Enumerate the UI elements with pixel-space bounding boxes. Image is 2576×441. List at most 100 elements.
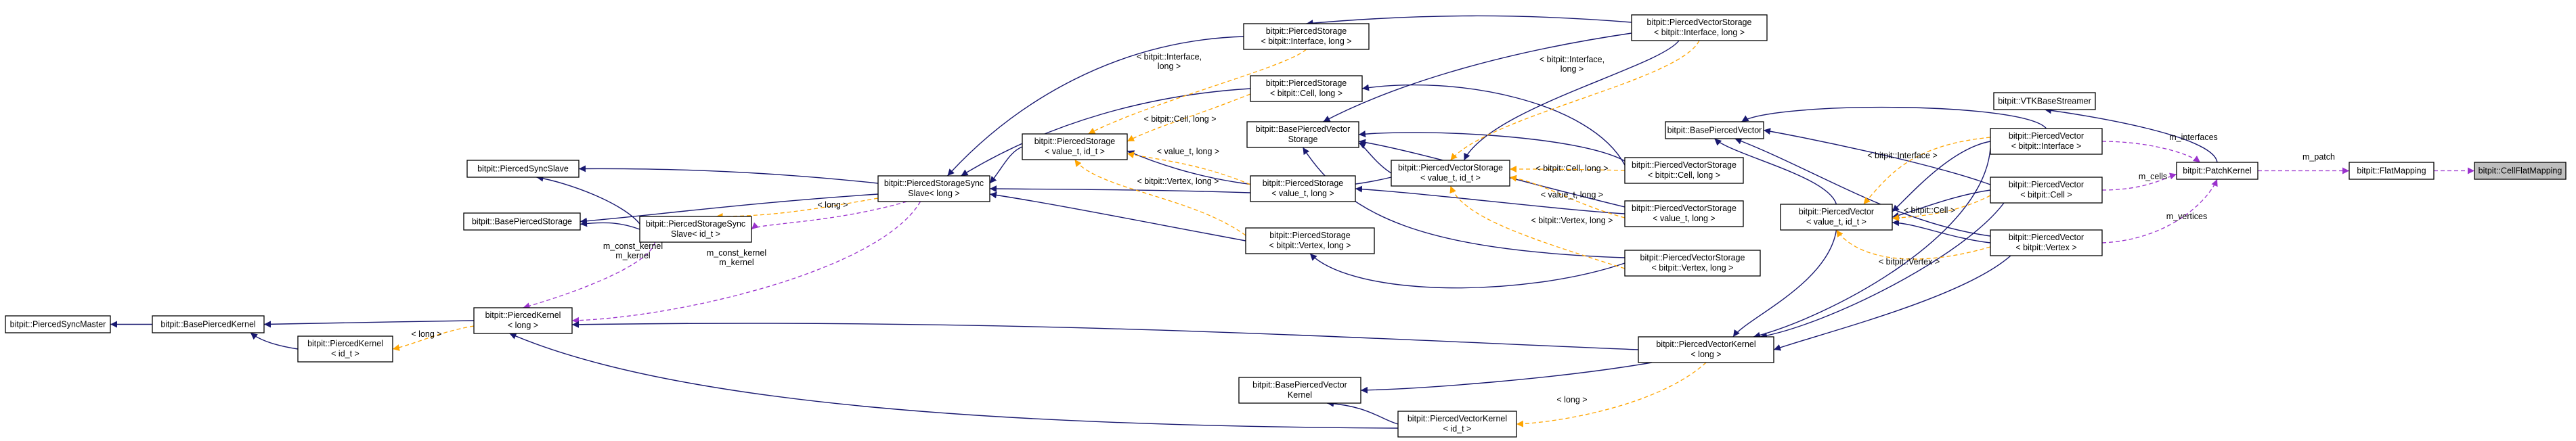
inheritance-edge-ps-vertex-to-pss-long (989, 191, 1246, 241)
node-pvs-interface[interactable]: bitpit::PiercedVectorStorage< bitpit::In… (1631, 14, 1768, 41)
node-box (1638, 336, 1774, 363)
node-label: bitpit::BasePiercedKernel (160, 320, 255, 329)
node-pv-cell[interactable]: bitpit::PiercedVector< bitpit::Cell > (1990, 177, 2103, 204)
inheritance-edge-pvs-cell-to-bpvs (1358, 131, 1625, 162)
node-psm[interactable]: bitpit::PiercedSyncMaster (5, 315, 111, 333)
node-label: bitpit::FlatMapping (2357, 166, 2426, 176)
node-pv-generic[interactable]: bitpit::PiercedVector< value_t, id_t > (1780, 204, 1893, 231)
inheritance-edge-pss-idt-to-bps (580, 220, 640, 230)
node-label: Slave< long > (908, 189, 959, 198)
inheritance-edge-ps-generic-to-pss-long (989, 146, 1023, 184)
node-label: bitpit::BasePiercedVector (1667, 126, 1762, 135)
inheritance-edge-pv-interface-to-bpv (1741, 106, 2047, 129)
node-pk-idt[interactable]: bitpit::PiercedKernel< id_t > (297, 335, 393, 363)
edge-label-tl-vertex-ps: < bitpit::Vertex, long > (1137, 177, 1219, 186)
node-patch-kernel[interactable]: bitpit::PatchKernel (2176, 162, 2258, 180)
inheritance-edge-ps-cell-to-pss-long (961, 88, 1251, 177)
node-label: < value_t, id_t > (1806, 217, 1866, 227)
inheritance-edge-pvs-interface-to-ps-interface (1306, 15, 1632, 27)
edge-label-tl-value-ps: < value_t, long > (1157, 147, 1219, 156)
node-label: bitpit::PiercedSyncSlave (477, 164, 569, 174)
node-label: bitpit::PiercedVectorKernel (1407, 414, 1507, 423)
node-pss[interactable]: bitpit::PiercedSyncSlave (466, 160, 580, 178)
node-ps-vlong[interactable]: bitpit::PiercedStorage< value_t, long > (1250, 175, 1356, 202)
node-ps-interface[interactable]: bitpit::PiercedStorage< bitpit::Interfac… (1243, 23, 1370, 50)
template-edge-ps-cell-to-ps-generic (1127, 93, 1251, 142)
node-box (1624, 157, 1744, 184)
node-label: < bitpit::Cell, long > (1648, 170, 1720, 180)
node-box (2176, 162, 2258, 180)
node-pvk-idt[interactable]: bitpit::PiercedVectorKernel< id_t > (1397, 411, 1517, 438)
node-bpv[interactable]: bitpit::BasePiercedVector (1665, 121, 1764, 139)
template-edge-pv-interface-to-pv-generic (1863, 137, 1991, 205)
node-label: bitpit::PiercedVector (2009, 131, 2084, 141)
node-label: bitpit::PiercedKernel (485, 310, 561, 320)
edge-label-tl-interface-pvs: < bitpit::Interface, (1540, 55, 1604, 64)
node-label: bitpit::PiercedVectorStorage (1632, 204, 1737, 213)
node-pv-vertex[interactable]: bitpit::PiercedVector< bitpit::Vertex > (1990, 229, 2103, 256)
node-pvs-vlong[interactable]: bitpit::PiercedVectorStorage< value_t, l… (1624, 200, 1744, 227)
inheritance-edge-pv-interface-to-pvk-long (1753, 147, 1991, 339)
node-label: bitpit::PiercedVectorStorage (1398, 163, 1503, 172)
node-pvs-generic[interactable]: bitpit::PiercedVectorStorage< value_t, i… (1391, 160, 1510, 187)
inheritance-edge-pv-cell-to-bpv (1763, 128, 1991, 185)
inheritance-edge-pv-vertex-to-pv-generic (1892, 219, 1991, 243)
edge-label-m-interfaces: m_interfaces (2169, 133, 2218, 142)
edge-label-m-vertices: m_vertices (2166, 212, 2207, 221)
node-label: bitpit::PiercedStorage (1266, 26, 1347, 36)
inheritance-edge-ps-interface-to-pss-long (946, 36, 1244, 177)
node-box (2474, 162, 2567, 180)
usage-edge-pv-vertex-to-patch-kernel (2101, 179, 2218, 243)
node-label: bitpit::PiercedVector (2009, 180, 2084, 189)
node-pk-long[interactable]: bitpit::PiercedKernel< long > (473, 307, 573, 334)
node-label: < long > (1690, 350, 1721, 359)
node-ps-vertex[interactable]: bitpit::PiercedStorage< bitpit::Vertex, … (1245, 227, 1375, 254)
node-flat-mapping[interactable]: bitpit::FlatMapping (2349, 162, 2435, 180)
node-label: bitpit::PiercedVector (2009, 233, 2084, 242)
inheritance-edge-pvk-idt-to-pk-long (509, 333, 1399, 429)
node-vtk-base-streamer[interactable]: bitpit::VTKBaseStreamer (1993, 92, 2096, 110)
inheritance-edge-pss-long-to-bps (580, 193, 879, 225)
node-pvs-cell[interactable]: bitpit::PiercedVectorStorage< bitpit::Ce… (1624, 157, 1744, 184)
node-ps-cell[interactable]: bitpit::PiercedStorage< bitpit::Cell, lo… (1250, 75, 1363, 102)
node-bps[interactable]: bitpit::BasePiercedStorage (463, 212, 581, 231)
inheritance-edge-vtk-base-streamer-to-patch-kernel (2044, 107, 2218, 163)
template-edge-pvs-vlong-to-pvs-generic (1509, 175, 1625, 218)
node-pvs-vertex[interactable]: bitpit::PiercedVectorStorage< bitpit::Ve… (1624, 250, 1761, 277)
node-label: bitpit::PiercedStorageSync (884, 179, 984, 188)
node-label: < id_t > (1443, 424, 1472, 434)
edge-label-tl-vertex-pvs: < bitpit::Vertex, long > (1531, 216, 1613, 225)
node-cell-flat-mapping[interactable]: bitpit::CellFlatMapping (2474, 162, 2567, 180)
edge-label-m-const-kernel-1: m_const_kernel (603, 241, 663, 251)
diagram-edge-labels: m_patch m_interfaces m_cells m_vertices < bi… (411, 52, 2335, 404)
node-pv-interface[interactable]: bitpit::PiercedVector< bitpit::Interface… (1990, 128, 2103, 155)
node-bpk[interactable]: bitpit::BasePiercedKernel (152, 315, 265, 333)
node-box (1993, 92, 2096, 110)
template-edge-pvs-vertex-to-pvs-generic (1449, 185, 1625, 269)
inheritance-edge-pk-idt-to-bpk (250, 332, 299, 350)
edge-label-tl-interface-pvs: long > (1560, 64, 1584, 74)
node-label: Kernel (1288, 390, 1312, 400)
edge-label-m-patch: m_patch (2302, 152, 2335, 162)
node-label: < value_t, long > (1653, 214, 1715, 223)
node-label: < long > (508, 321, 538, 330)
node-label: bitpit::BasePiercedStorage (472, 217, 572, 227)
node-label: bitpit::PiercedVectorKernel (1656, 340, 1755, 349)
node-box (1624, 200, 1744, 227)
edge-label-m-cells: m_cells (2139, 172, 2167, 181)
node-box (2349, 162, 2435, 180)
inheritance-edge-pv-vertex-to-bpv (1734, 137, 1991, 237)
node-ps-generic[interactable]: bitpit::PiercedStorage< value_t, id_t > (1022, 133, 1128, 160)
edge-label-tl-interface-ps: long > (1158, 62, 1181, 71)
template-edge-pv-vertex-to-pv-generic (1835, 229, 1991, 260)
node-label: < value_t, id_t > (1045, 147, 1105, 156)
node-label: < bitpit::Interface > (2011, 141, 2082, 151)
inheritance-edge-pvk-long-to-bpvk (1360, 362, 1653, 394)
node-pvk-long[interactable]: bitpit::PiercedVectorKernel< long > (1638, 336, 1774, 363)
inheritance-edge-pss-idt-to-pss (536, 175, 640, 225)
node-label: bitpit::PiercedStorage (1269, 231, 1351, 240)
